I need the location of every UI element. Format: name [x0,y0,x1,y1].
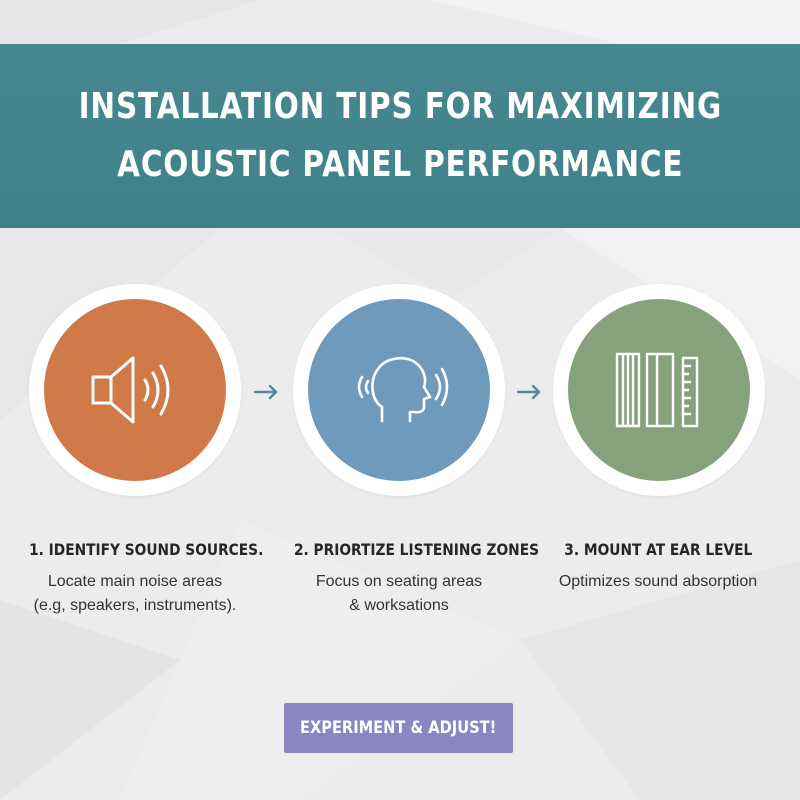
step-3-badge [568,299,750,481]
step-3-desc-line-1: Optimizes sound absorption [558,573,758,590]
step-3-description: Optimizes sound absorption [533,570,783,594]
step-1-text: 1. IDENTIFY SOUND SOURCES. Locate main n… [10,540,264,618]
step-2-description: Focus on seating areas & worksations [274,570,524,618]
step-3-text: 3. MOUNT AT EAR LEVEL Optimizes sound ab… [533,540,783,594]
speaker-icon [91,356,170,424]
head-listening-icon [357,356,449,423]
panels-ruler-icon [615,352,699,428]
step-2-text: 2. PRIORTIZE LISTENING ZONES Focus on se… [274,540,539,618]
step-1-desc-line-2: (e.g, speakers, instruments). [33,597,237,614]
step-1-badge [44,299,226,481]
page-title-line-2: ACOUSTIC PANEL PERFORMANCE [116,144,684,185]
step-1-desc-line-1: Locate main noise areas [47,573,223,590]
step-2-desc-line-1: Focus on seating areas [315,573,483,590]
experiment-adjust-button[interactable]: EXPERIMENT & ADJUST! [284,703,513,753]
title-banner: INSTALLATION TIPS FOR MAXIMIZING ACOUSTI… [0,44,800,228]
step-1-title: 1. IDENTIFY SOUND SOURCES. [29,540,264,559]
page-title-line-1: INSTALLATION TIPS FOR MAXIMIZING [78,86,722,127]
step-1-description: Locate main noise areas (e.g, speakers, … [10,570,260,618]
step-1-circle [29,284,241,496]
step-3-title: 3. MOUNT AT EAR LEVEL [563,540,753,559]
arrow-right-icon [253,384,278,400]
step-2-circle [293,284,505,496]
step-2-badge [308,299,490,481]
experiment-adjust-label: EXPERIMENT & ADJUST! [300,718,497,738]
step-2-desc-line-2: & worksations [349,597,449,614]
step-2-title: 2. PRIORTIZE LISTENING ZONES [293,540,540,559]
arrow-right-icon [516,384,541,400]
step-3-circle [553,284,765,496]
